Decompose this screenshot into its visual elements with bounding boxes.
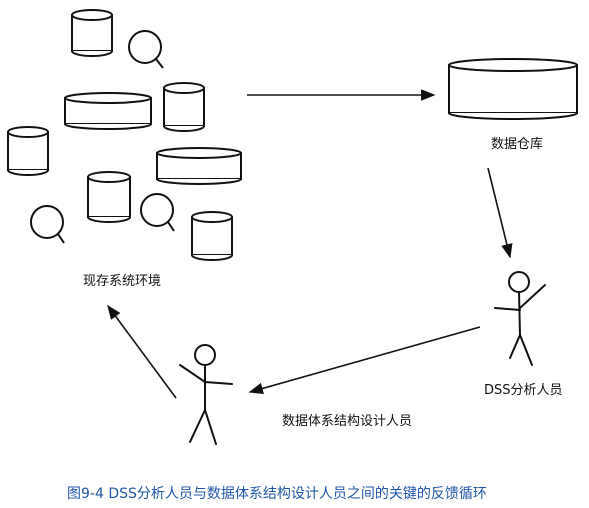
existing-system-db-3: [7, 126, 49, 176]
data-architect-figure: [179, 344, 233, 445]
existing-system-db-4: [87, 171, 131, 223]
existing-system-node-1: [128, 30, 164, 69]
existing-system-node-2: [140, 193, 175, 232]
arrow-architect-to-existing: [107, 304, 177, 399]
dss-analyst-label: DSS分析人员: [484, 383, 563, 398]
data-warehouse-disk: [448, 58, 578, 120]
data-architect-label: 数据体系结构设计人员: [282, 414, 413, 429]
existing-system-db-5: [191, 211, 233, 261]
dss-analyst-figure: [494, 271, 546, 366]
existing-systems-label: 现存系统环境: [83, 274, 162, 289]
figure-caption: 图9-4 DSS分析人员与数据体系结构设计人员之间的关键的反馈循环: [67, 486, 487, 502]
arrow-dss-analyst-to-architect: [248, 326, 481, 395]
arrow-warehouse-to-dss-analyst: [487, 167, 513, 259]
warehouse-label: 数据仓库: [491, 137, 544, 152]
existing-system-db-1: [71, 9, 113, 57]
existing-system-disk-1: [64, 92, 152, 130]
existing-system-disk-2: [156, 147, 242, 185]
existing-system-db-2: [163, 82, 205, 132]
existing-system-node-3: [30, 205, 65, 244]
